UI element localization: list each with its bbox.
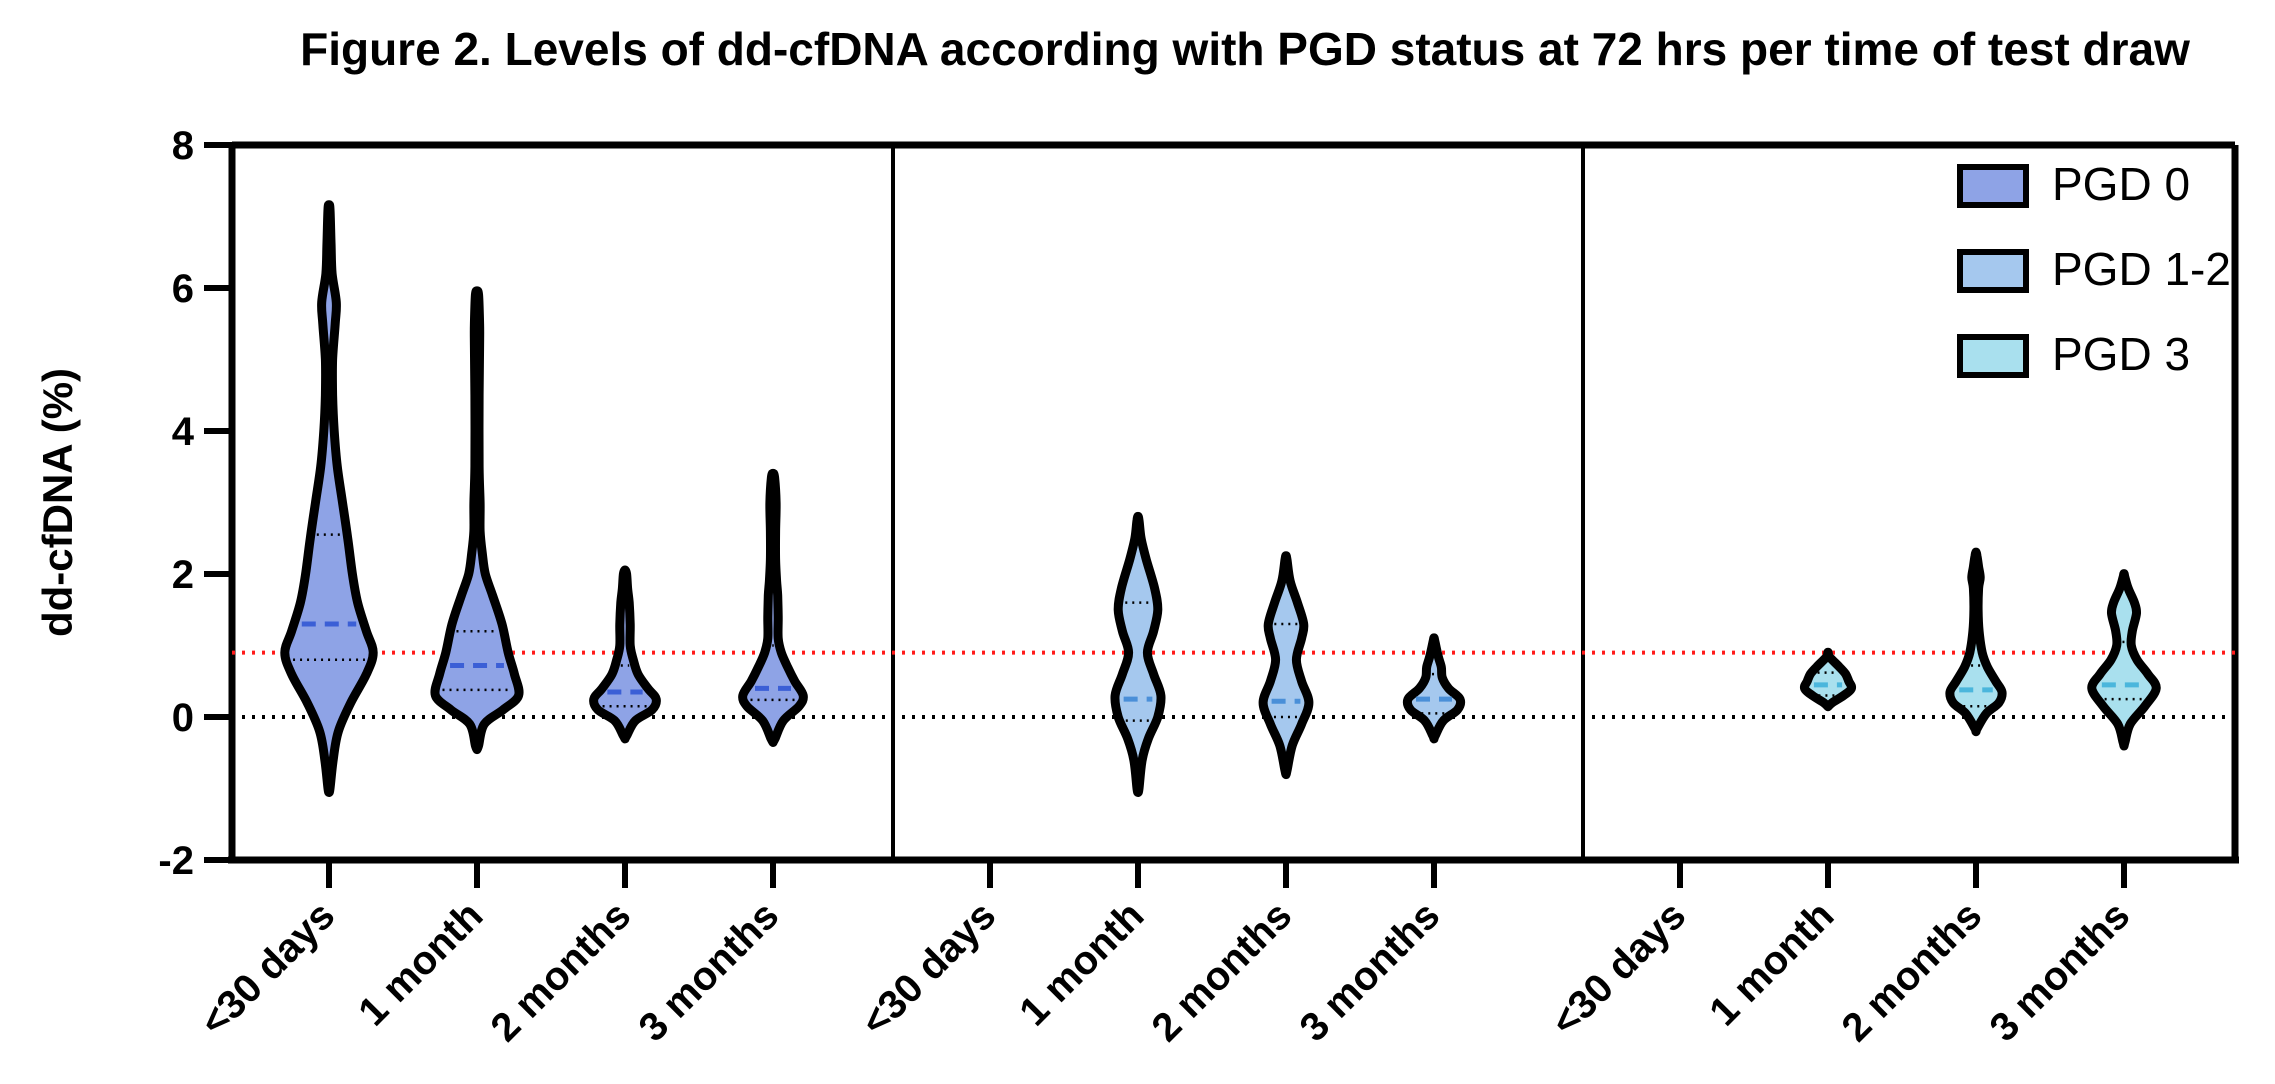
x-tick-label: 2 months [1834,893,1991,1050]
x-tick-label: <30 days [853,893,1004,1044]
y-tick-label: 0 [172,696,194,740]
y-axis-label: dd-cfDNA (%) [34,368,81,637]
x-tick-label: 1 month [350,893,491,1034]
x-tick-label: 1 month [1701,893,1842,1034]
violins [280,200,2161,797]
x-tick-label: 3 months [1292,893,1449,1050]
violin-pgd-0-30-days [280,200,378,797]
legend-label-pgd-1-2: PGD 1-2 [2052,243,2231,295]
x-tick-label: 3 months [1982,893,2139,1050]
x-tick-label: <30 days [1543,893,1694,1044]
violin-pgd-1-2-3-months [1402,633,1466,744]
violin-pgd-0-3-months [738,469,808,747]
violin-pgd-3-3-months [2087,569,2161,751]
legend-label-pgd-0: PGD 0 [2052,158,2190,210]
x-tick-label: 2 months [1144,893,1301,1050]
series-pgd-1-2 [1110,511,1466,797]
violin-pgd-3-1-month [1799,647,1857,712]
x-tick-label: 3 months [631,893,788,1050]
reference-lines [232,650,2235,719]
y-tick-label: 2 [172,553,194,597]
violin-pgd-1-2-2-months [1258,551,1314,780]
violin-pgd-0-2-months [589,565,661,744]
legend-swatch-pgd-1-2 [1957,249,2029,293]
y-tick-label: 8 [172,124,194,168]
legend-swatch-pgd-0 [1957,164,2029,208]
x-tick-label: 1 month [1011,893,1152,1034]
y-tick-label: 4 [172,410,195,454]
y-tick-label: -2 [158,839,194,883]
x-tick-label: 2 months [483,893,640,1050]
violin-pgd-1-2-1-month [1110,511,1166,797]
legend-label-pgd-3: PGD 3 [2052,328,2190,380]
y-tick-label: 6 [172,267,194,311]
legend-swatch-pgd-3 [1957,334,2029,378]
series-pgd-3 [1799,547,2161,751]
violin-pgd-0-1-month [430,286,524,755]
series-pgd-0 [280,200,808,797]
chart-title: Figure 2. Levels of dd-cfDNA according w… [300,23,2190,75]
x-tick-label: <30 days [192,893,343,1044]
violin-pgd-3-2-months [1945,547,2007,737]
